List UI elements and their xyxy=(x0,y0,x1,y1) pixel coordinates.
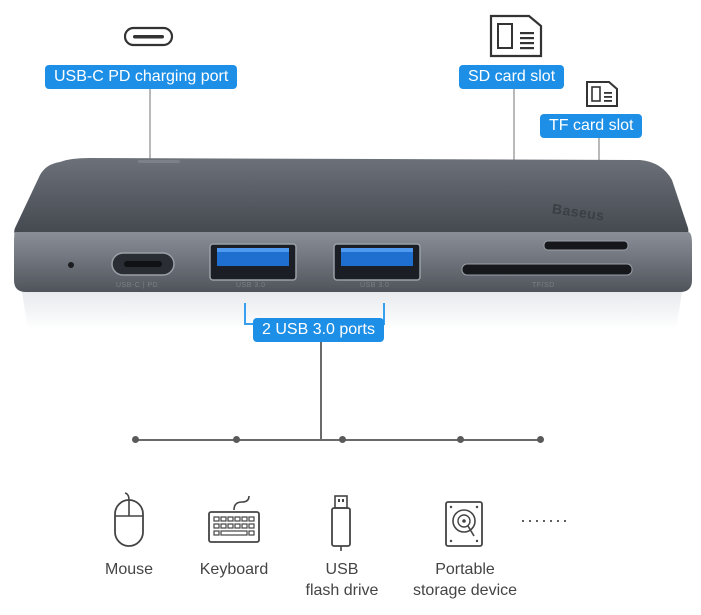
usb-c-port-icon xyxy=(124,26,174,47)
usb3-bracket-left xyxy=(244,303,246,325)
device-label-keyboard: Keyboard xyxy=(199,561,269,578)
device-label-usb-flash-drive: USB flash drive xyxy=(305,561,379,599)
tree-horizontal xyxy=(135,439,542,441)
usb-hub-device xyxy=(14,158,692,330)
usb3-bracket-right xyxy=(383,303,385,325)
mouse-icon xyxy=(114,492,144,547)
tree-node xyxy=(132,436,139,443)
port-label-usb3-2: USB 3.0 xyxy=(360,282,390,289)
tf-card-icon xyxy=(586,81,618,107)
usb-c-callout: USB-C PD charging port xyxy=(45,65,238,89)
keyboard-icon xyxy=(208,496,260,543)
portable-storage-icon xyxy=(445,501,483,547)
tree-node xyxy=(233,436,240,443)
tree-node xyxy=(537,436,544,443)
port-label-usb-c: USB-C | PD xyxy=(116,282,159,289)
usb3-callout: 2 USB 3.0 ports xyxy=(253,318,384,342)
more-devices-ellipsis: ······· xyxy=(520,510,569,530)
port-label-sd-tf: TF/SD xyxy=(532,282,555,289)
device-label-mouse: Mouse xyxy=(104,561,154,578)
tree-node xyxy=(457,436,464,443)
usb-flash-drive-icon xyxy=(331,495,351,551)
sd-callout: SD card slot xyxy=(459,65,565,89)
tf-callout: TF card slot xyxy=(540,114,643,138)
tree-stem xyxy=(320,342,322,439)
port-label-usb3-1: USB 3.0 xyxy=(236,282,266,289)
sd-card-icon xyxy=(489,14,543,58)
device-label-portable-storage: Portable storage device xyxy=(412,561,518,599)
tree-node xyxy=(339,436,346,443)
